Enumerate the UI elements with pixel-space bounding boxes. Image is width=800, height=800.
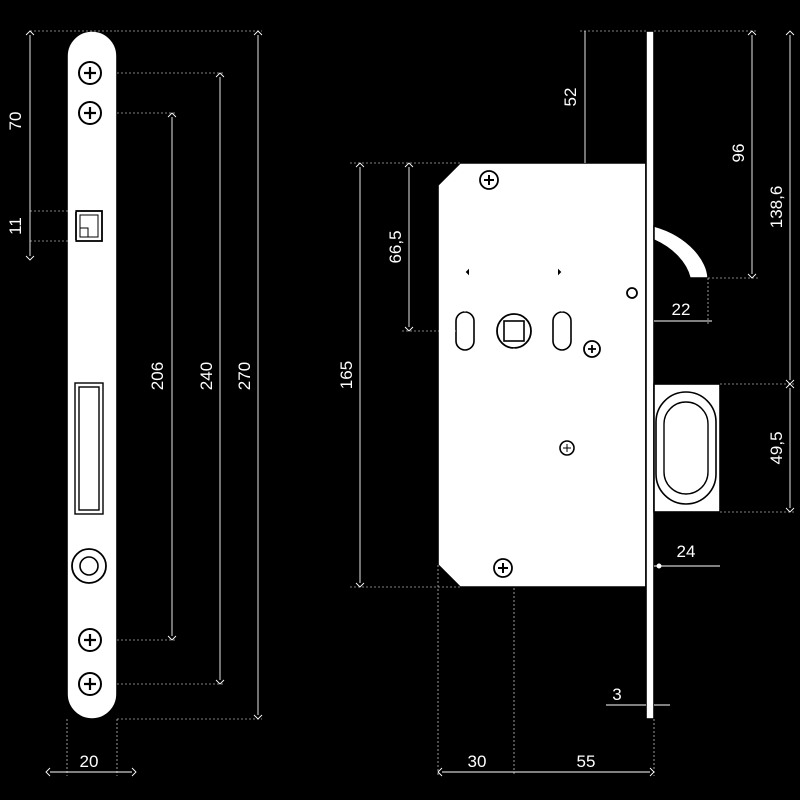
side-view: 52 96 138,6 165 66,5 38 22 49,5 24 3 30 … (337, 30, 796, 776)
faceplate (66, 30, 118, 720)
side-dims (350, 30, 796, 776)
dim-270-label: 270 (235, 362, 254, 390)
dim-3-label: 3 (612, 685, 621, 704)
screw-top-1 (78, 61, 102, 85)
strike-housing (653, 383, 721, 513)
body-screw-top (479, 170, 499, 190)
dim-22-label: 22 (672, 300, 691, 319)
dim-55-label: 55 (577, 752, 596, 771)
front-dims (29, 30, 262, 776)
dim-138-6-label: 138,6 (767, 186, 786, 229)
dim-66-5-label: 66,5 (386, 230, 405, 263)
dim-11-label: 11 (6, 217, 25, 235)
dimension-ticks (25, 30, 795, 777)
dim-30-label: 30 (468, 752, 487, 771)
dim-96-label: 96 (729, 144, 748, 163)
hook-bolt (653, 225, 709, 279)
front-view: 70 11 206 240 270 20 (6, 30, 262, 776)
small-pin (559, 440, 575, 456)
dim-49-5-label: 49,5 (767, 431, 786, 464)
dim-24-label: 24 (677, 542, 696, 561)
dim-165-label: 165 (337, 361, 356, 389)
dim-38-label: 38 (505, 252, 524, 271)
hook-slot (74, 382, 104, 515)
dim-206-label: 206 (148, 362, 167, 390)
dim-52-label: 52 (561, 88, 580, 107)
screw-bottom-1 (78, 628, 102, 652)
hook-slot-inner (78, 386, 100, 511)
dim-240-label: 240 (197, 362, 216, 390)
latch-cutout (75, 210, 103, 242)
lock-body (437, 162, 647, 588)
pivot-hole (626, 287, 638, 299)
body-screw-bottom (493, 558, 513, 578)
cylinder-hole (71, 548, 107, 584)
body-screw-mid (583, 340, 601, 358)
dim-20-label: 20 (80, 752, 99, 771)
screw-top-2 (78, 101, 102, 125)
faceplate-edge (645, 30, 655, 720)
screw-bottom-2 (78, 672, 102, 696)
dim-70-label: 70 (6, 112, 25, 131)
